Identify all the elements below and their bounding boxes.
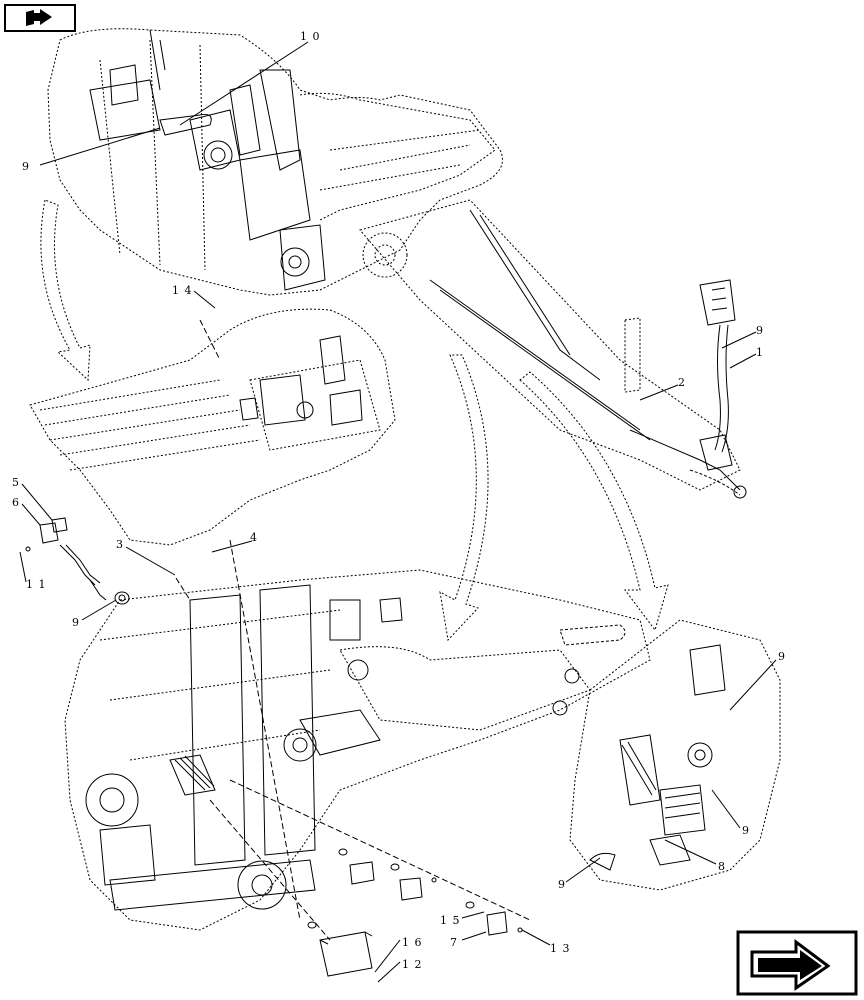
lower-frame-assembly (64, 569, 651, 931)
callout-6: 6 (12, 496, 20, 509)
right-detail-view (569, 619, 781, 891)
callout-7: 7 (450, 936, 458, 949)
upper-frame-assembly (47, 28, 503, 296)
callout-9: 9 (22, 160, 30, 173)
upper-frame-components (89, 29, 326, 291)
callout-5: 5 (12, 476, 20, 489)
callout-9: 9 (72, 616, 80, 629)
callout-14: 1 4 (172, 284, 193, 297)
callout-8: 8 (718, 860, 726, 873)
callout-13: 1 3 (550, 942, 571, 955)
small-parts-group (25, 517, 130, 605)
callout-15: 1 5 (440, 914, 461, 927)
lower-frame-components (85, 584, 626, 911)
callout-labels: 1 0 9 1 4 9 1 2 5 6 3 4 1 1 9 9 9 8 9 1 … (12, 30, 786, 971)
pto-shaft (429, 209, 747, 499)
callout-11: 1 1 (26, 578, 47, 591)
callout-4: 4 (250, 531, 258, 544)
callout-9: 9 (558, 878, 566, 891)
callout-9: 9 (778, 650, 786, 663)
callout-3: 3 (116, 538, 124, 551)
callout-12: 1 2 (402, 958, 423, 971)
callout-9: 9 (756, 324, 764, 337)
middle-detail-components (239, 335, 363, 426)
callout-1: 1 (756, 346, 764, 359)
right-detail-components (589, 644, 726, 871)
next-page-arrow-icon[interactable] (736, 930, 858, 996)
callout-9: 9 (742, 824, 750, 837)
callout-10: 1 0 (300, 30, 321, 43)
flow-arrows (40, 199, 669, 642)
control-box (624, 279, 736, 471)
drive-tongue (359, 199, 741, 491)
book-arrow-icon[interactable] (4, 4, 76, 32)
lower-electrical-components (307, 848, 523, 977)
middle-detail-view (29, 308, 396, 546)
callout-16: 1 6 (402, 936, 423, 949)
callout-2: 2 (678, 376, 686, 389)
leader-lines (19, 41, 777, 983)
